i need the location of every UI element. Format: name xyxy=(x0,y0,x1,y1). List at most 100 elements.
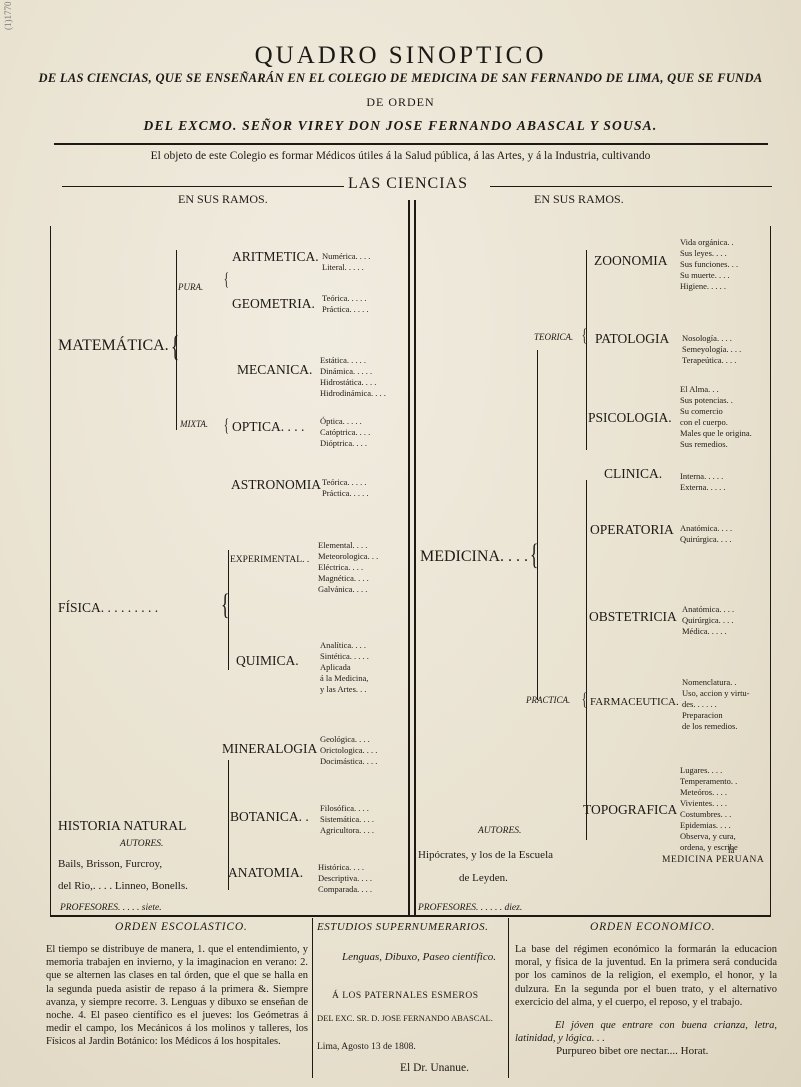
list-item: Lugares. . . . xyxy=(680,765,723,775)
mineralogia-label: MINERALOGIA xyxy=(222,741,318,756)
farmaceutica-label: FARMACEUTICA. xyxy=(590,696,679,708)
list-item: Práctica. . . . . xyxy=(322,304,369,314)
orden-escolastico-heading: ORDEN ESCOLASTICO. xyxy=(115,921,248,933)
list-item: Interna. . . . . xyxy=(680,471,724,481)
list-item: Vida orgánica. . xyxy=(680,237,734,247)
horat-quote: Purpureo bibet ore nectar.... Horat. xyxy=(556,1045,709,1057)
experimental-label: EXPERIMENTAL. . xyxy=(230,555,310,565)
list-item: Hidrostática. . . . xyxy=(320,377,377,387)
mecanica-list: Estática. . . . . Dinámica. . . . . Hidr… xyxy=(320,355,386,399)
left-autores-label: AUTORES. xyxy=(120,839,164,849)
en-sus-ramos-right: EN SUS RAMOS. xyxy=(534,192,624,206)
escolastico-text: El tiempo se distribuye de manera, 1. qu… xyxy=(46,944,308,1048)
list-item: con el cuerpo. xyxy=(680,417,728,427)
en-sus-ramos-left: EN SUS RAMOS. xyxy=(178,192,268,206)
zoonomia-list: Vida orgánica. . Sus leyes. . . . Sus fu… xyxy=(680,237,738,292)
list-item: Óptica. . . . . xyxy=(320,416,362,426)
list-item: Galvánica. . . . xyxy=(318,584,368,594)
medicina-brace: { xyxy=(529,538,539,571)
subtitle-line-1: DE LAS CIENCIAS, QUE SE ENSEÑARÁN EN EL … xyxy=(38,71,763,85)
list-item: Preparacion xyxy=(682,710,723,720)
list-item: Orictologica. . . . xyxy=(320,745,378,755)
practica-branch-line xyxy=(586,480,587,840)
list-item: Terapeútica. . . . xyxy=(682,355,737,365)
left-autores-line-2: del Rio,. . . . Linneo, Bonells. xyxy=(58,880,188,892)
list-item: Filosófica. . . . xyxy=(320,803,369,813)
list-item: Aplicada xyxy=(320,662,351,672)
list-item: Meteóros. . . . xyxy=(680,787,727,797)
center-autores-label: AUTORES. xyxy=(478,826,522,836)
farmaceutica-list: Nomenclatura. . Uso, accion y virtu- des… xyxy=(682,677,750,732)
historia-natural-label: HISTORIA NATURAL xyxy=(58,818,187,833)
list-item: y las Artes. . . xyxy=(320,684,367,694)
pura-label: PURA. xyxy=(178,282,204,292)
psicologia-list: El Alma. . . Sus potencias. . Su comerci… xyxy=(680,384,752,450)
list-item: Analítica. . . . xyxy=(320,640,367,650)
list-item: Sistemática. . . . xyxy=(320,814,375,824)
list-item: Descriptiva. . . . xyxy=(318,873,373,883)
anatomia-list: Histórica. . . . Descriptiva. . . . Comp… xyxy=(318,862,372,895)
clinica-label: CLINICA. xyxy=(604,466,663,481)
topografica-label: TOPOGRAFICA xyxy=(583,802,678,817)
center-divider-left xyxy=(408,200,410,916)
list-item: Quirúrgica. . . . xyxy=(680,534,732,544)
signature: El Dr. Unanue. xyxy=(400,1062,469,1074)
list-item: Hidrodinámica. . . . xyxy=(320,388,386,398)
list-item: ordena, y escribe xyxy=(680,842,738,852)
list-item: Nosología. . . . xyxy=(682,333,732,343)
list-item: Su muerte. . . . xyxy=(680,270,730,280)
obstetricia-list: Anatómica. . . . Quirúrgica. . . . Médic… xyxy=(682,604,734,637)
clinica-list: Interna. . . . . Externa. . . . . xyxy=(680,471,726,493)
center-autores-line-1: Hipócrates, y los de la Escuela xyxy=(418,849,554,861)
list-item: Docimástica. . . . xyxy=(320,756,378,766)
left-autores-line-1: Bails, Brisson, Furcroy, xyxy=(58,858,163,870)
list-item: Médica. . . . . xyxy=(682,626,727,636)
objective-text: El objeto de este Colegio es formar Médi… xyxy=(150,150,651,162)
list-item: Semeyología. . . . xyxy=(682,344,742,354)
aritmetica-list: Numérica. . . . Literal. . . . . xyxy=(322,251,370,273)
list-item: Uso, accion y virtu- xyxy=(682,688,750,698)
mixta-label: MIXTA. xyxy=(180,419,209,429)
list-item: Dióptrica. . . . xyxy=(320,438,367,448)
psicologia-label: PSICOLOGIA. xyxy=(588,410,672,425)
geometria-list: Teórica. . . . . Práctica. . . . . xyxy=(322,293,369,315)
dedication-line-1: Á LOS PATERNALES ESMEROS xyxy=(332,991,479,1001)
list-item: á la Medicina, xyxy=(320,673,369,683)
matematica-label: MATEMÁTICA. xyxy=(58,337,169,354)
header-rule xyxy=(54,143,768,145)
mineralogia-list: Geológica. . . . Orictologica. . . . Doc… xyxy=(320,734,377,767)
fisica-brace: { xyxy=(220,588,230,621)
right-border-line xyxy=(770,226,771,916)
list-item: Catóptrica. . . . xyxy=(320,427,371,437)
medicina-branch-line xyxy=(537,350,538,700)
teorica-branch-line xyxy=(586,250,587,450)
operatoria-list: Anatómica. . . . Quirúrgica. . . . xyxy=(680,523,732,545)
fisica-label: FÍSICA. . . . . . . . . xyxy=(58,600,159,615)
center-divider-right xyxy=(414,200,416,916)
list-item: Sus remedios. xyxy=(680,439,728,449)
list-item: Higiene. . . . . xyxy=(680,281,727,291)
quimica-label: QUIMICA. xyxy=(236,653,299,668)
optica-list: Óptica. . . . . Catóptrica. . . . Dióptr… xyxy=(320,416,370,449)
list-item: Costumbres. . . xyxy=(680,809,732,819)
historia-branch-line xyxy=(228,760,229,890)
list-item: Meteorologica. . . xyxy=(318,551,379,561)
medicina-label: MEDICINA. . . . xyxy=(420,548,528,565)
pura-brace: { xyxy=(223,269,229,289)
list-item: Comparada. . . . xyxy=(318,884,373,894)
dedication-line-2: DEL EXC. SR. D. JOSE FERNANDO ABASCAL. xyxy=(317,1013,493,1023)
practica-label: PRACTICA. xyxy=(526,695,571,705)
list-item: Elemental. . . . xyxy=(318,540,368,550)
subtitle-line-2: DE ORDEN xyxy=(366,95,435,109)
list-item: de los remedios. xyxy=(682,721,738,731)
botanica-label: BOTANICA. . xyxy=(230,809,309,824)
teorica-label: TEORICA. xyxy=(534,332,574,342)
list-item: Estática. . . . . xyxy=(320,355,367,365)
astronomia-list: Teórica. . . . . Práctica. . . . . xyxy=(322,477,369,499)
topografica-list: Lugares. . . . Temperamento. . Meteóros.… xyxy=(680,765,738,853)
economico-text: La base del régimen económico la formará… xyxy=(515,944,777,1008)
patologia-label: PATOLOGIA xyxy=(595,331,670,346)
ciencias-rule-right xyxy=(490,186,772,187)
list-item: Geológica. . . . xyxy=(320,734,370,744)
